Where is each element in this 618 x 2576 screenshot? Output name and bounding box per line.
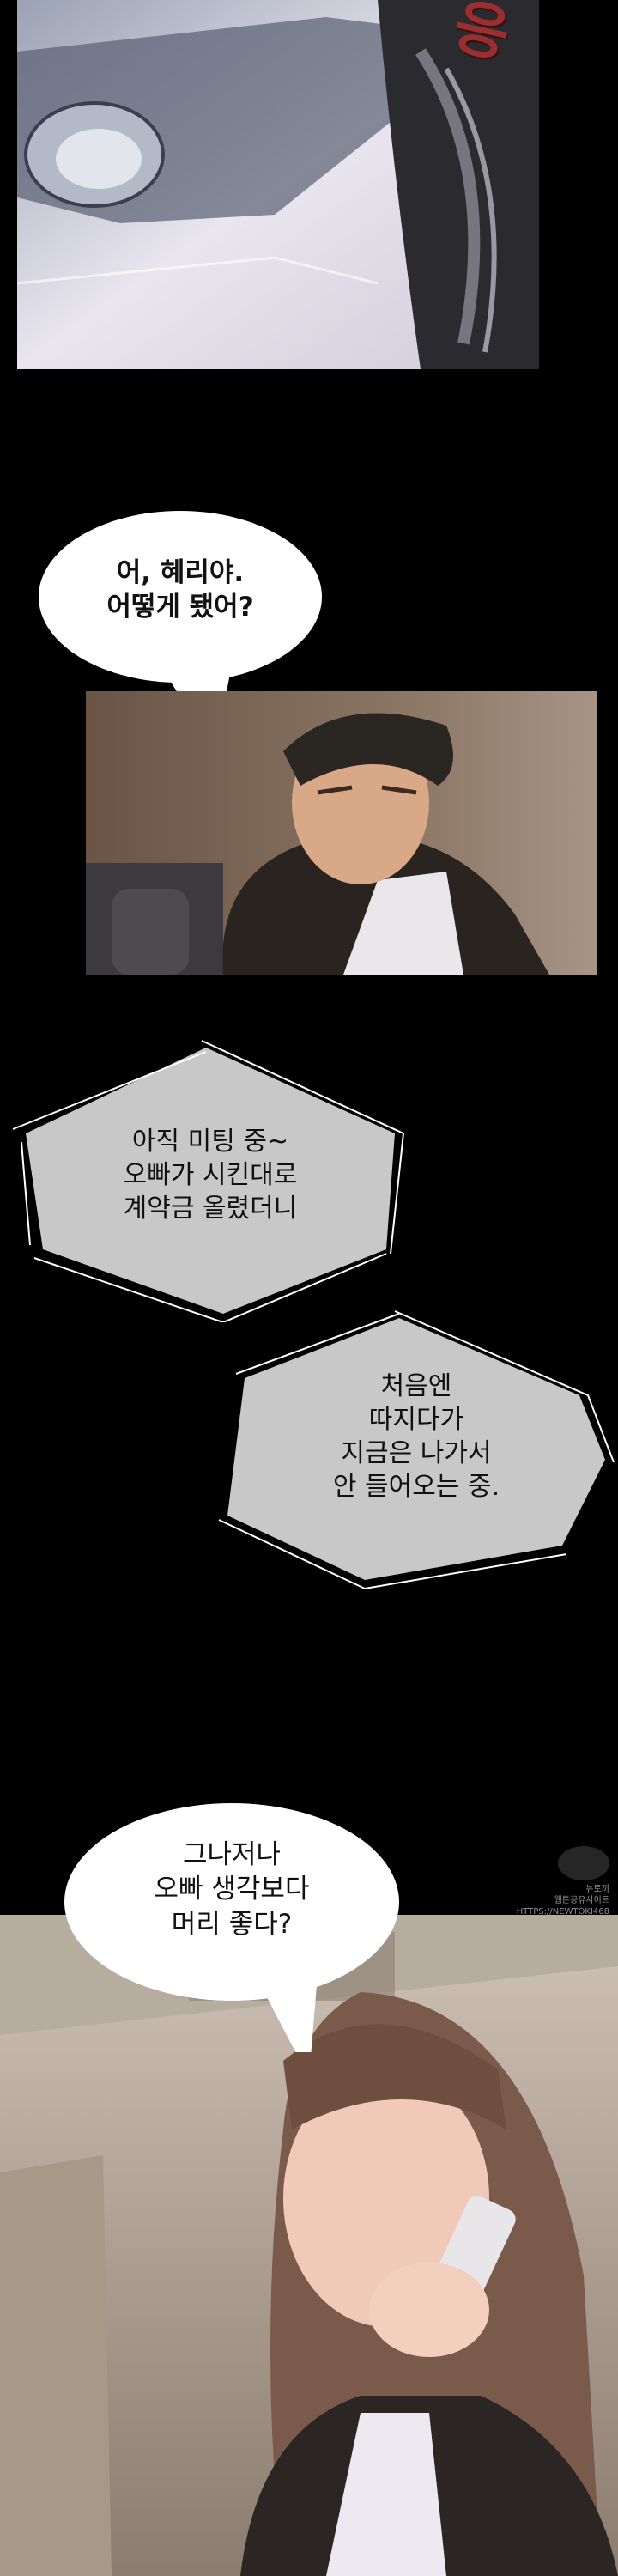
site-watermark: 뉴토끼 웹툰공유사이트 HTTPS://NEWTOKI468: [472, 1846, 609, 1917]
bubble-4-line-3: 머리 좋다?: [171, 1908, 293, 1940]
bubble-1-line-2: 어떻게 됐어?: [106, 592, 254, 623]
bubble-4-line-2: 오빠 생각보다: [154, 1874, 310, 1905]
speech-bubble-4: 그나저나 오빠 생각보다 머리 좋다?: [60, 1795, 412, 2052]
bubble-2-line-2: 오빠가 시킨대로: [123, 1160, 298, 1190]
car-illustration: [17, 0, 539, 369]
bubble-2-text: 아직 미팅 중~ 오빠가 시킨대로 계약금 올렸더니: [60, 1125, 360, 1225]
bubble-3-line-2: 따지다가: [368, 1405, 464, 1435]
watermark-logo-icon: [558, 1846, 609, 1880]
thought-bubble-2: 아직 미팅 중~ 오빠가 시킨대로 계약금 올렸더니: [9, 1039, 412, 1322]
watermark-line-2: 웹툰공유사이트: [554, 1896, 609, 1905]
panel-man-in-car: [86, 691, 597, 975]
bubble-3-line-1: 처음엔: [380, 1371, 452, 1401]
bubble-1-text: 어, 혜리야. 어떻게 됐어?: [47, 556, 313, 625]
man-illustration: [86, 691, 597, 975]
bubble-4-text: 그나저나 오빠 생각보다 머리 좋다?: [77, 1838, 386, 1941]
bubble-1-line-1: 어, 혜리야.: [116, 557, 245, 588]
bubble-2-line-3: 계약금 올렸더니: [123, 1194, 298, 1224]
bubble-3-text: 처음엔 따지다가 지금은 나가서 안 들어오는 중.: [253, 1370, 579, 1504]
bubble-3-line-3: 지금은 나가서: [341, 1438, 492, 1468]
watermark-line-3: HTTPS://NEWTOKI468: [516, 1907, 609, 1917]
bubble-4-line-1: 그나저나: [182, 1839, 282, 1870]
watermark-line-1: 뉴토끼: [585, 1885, 609, 1894]
bubble-3-line-4: 안 들어오는 중.: [332, 1472, 500, 1502]
panel-car-closeup: 응: [17, 0, 539, 369]
bubble-2-line-1: 아직 미팅 중~: [131, 1127, 289, 1157]
thought-bubble-3: 처음엔 따지다가 지금은 나가서 안 들어오는 중.: [210, 1309, 618, 1593]
